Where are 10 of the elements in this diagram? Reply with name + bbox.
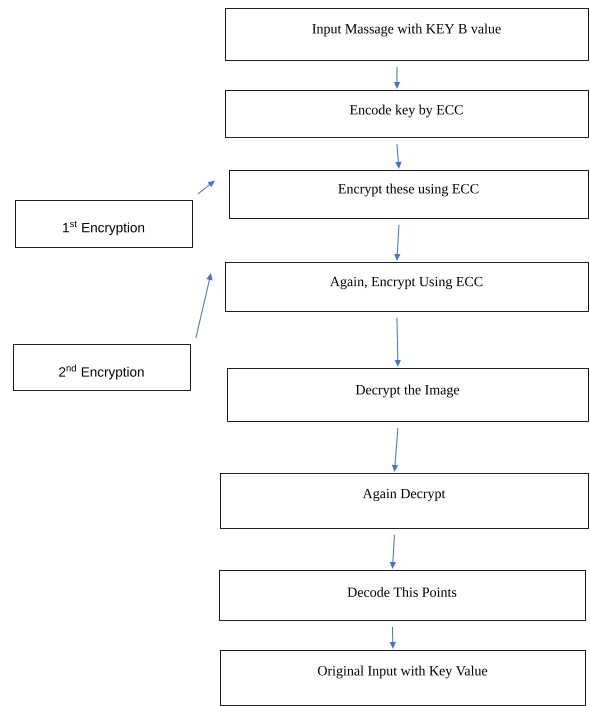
- process-box: Again Decrypt: [220, 473, 589, 529]
- process-box: Decrypt the Image: [227, 368, 589, 422]
- process-box: Decode This Points: [219, 570, 586, 621]
- process-box: Input Massage with KEY B value: [225, 8, 589, 61]
- process-box: Again, Encrypt Using ECC: [225, 262, 589, 312]
- process-box: Encode key by ECC: [225, 90, 589, 138]
- process-box: Original Input with Key Value: [220, 650, 586, 706]
- process-box: Encrypt these using ECC: [229, 170, 589, 219]
- label-box: 2$^{nd}$ Encryption: [13, 344, 191, 391]
- label-box: 1$^{st}$ Encryption: [15, 200, 193, 248]
